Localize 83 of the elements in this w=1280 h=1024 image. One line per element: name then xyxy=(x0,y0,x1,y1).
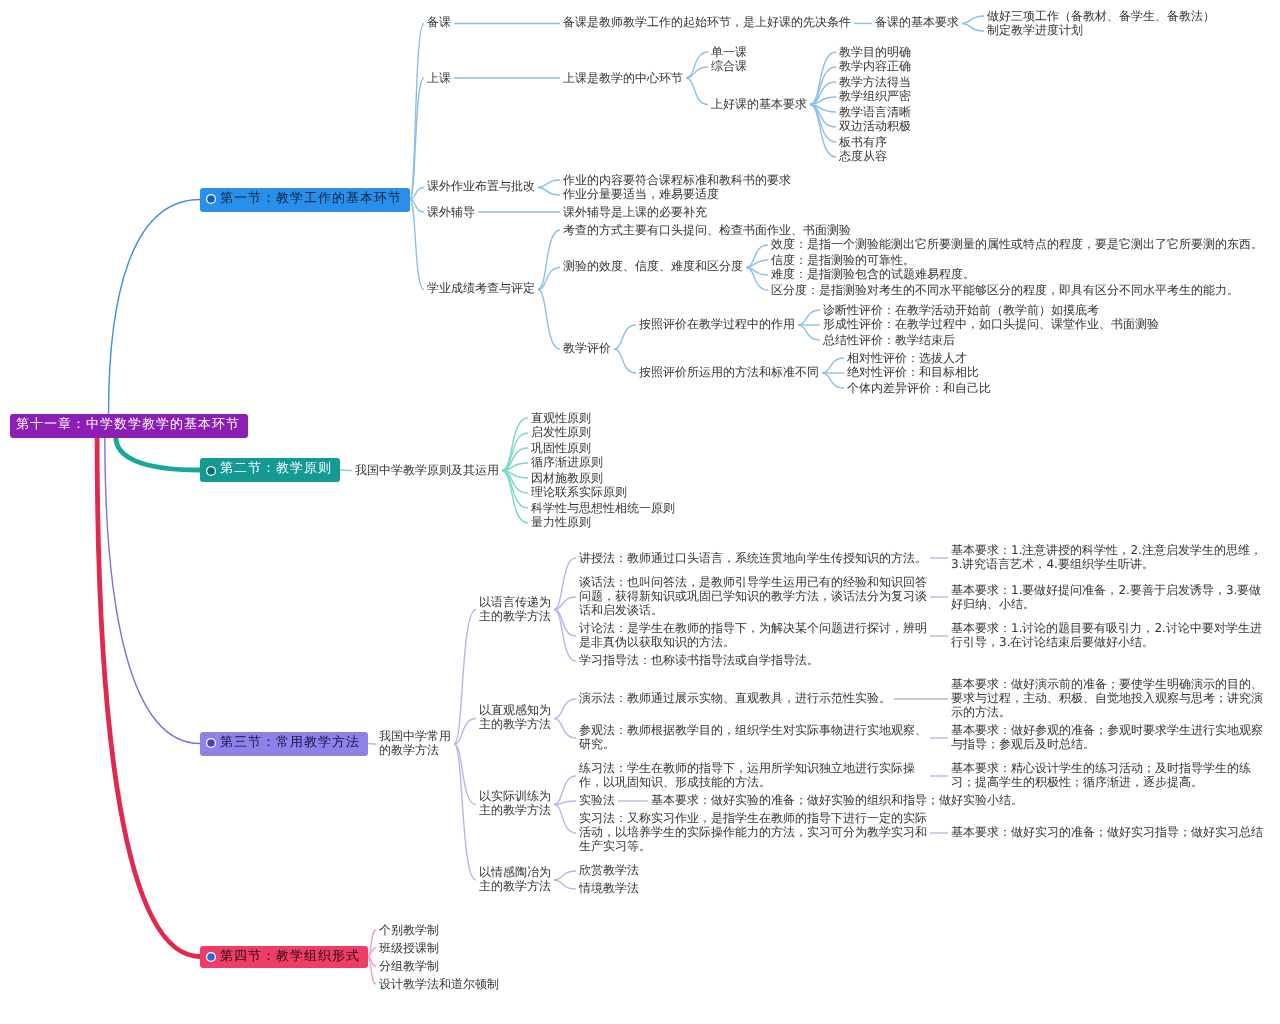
connector-line xyxy=(107,198,201,415)
connector-line xyxy=(553,879,577,890)
connector-line xyxy=(929,596,949,598)
connector-line xyxy=(113,436,201,473)
connector-line xyxy=(853,22,873,25)
connector-line xyxy=(537,266,561,291)
section-box xyxy=(200,458,340,482)
connector-line xyxy=(961,15,985,25)
connector-line xyxy=(821,372,845,389)
connector-line xyxy=(501,447,529,472)
connector-line xyxy=(809,81,837,106)
connector-line xyxy=(453,608,477,745)
connector-line xyxy=(797,309,821,326)
connector-line xyxy=(537,288,561,350)
section-box xyxy=(200,945,368,968)
connector-line xyxy=(893,698,949,700)
connector-line xyxy=(367,929,377,958)
connector-line xyxy=(809,103,837,113)
connector-line xyxy=(501,469,529,509)
connector-line xyxy=(929,775,949,777)
connector-line xyxy=(821,357,845,374)
connector-line xyxy=(537,229,561,291)
connector-line xyxy=(809,96,837,106)
connector-line xyxy=(553,870,577,881)
connector-line xyxy=(685,51,709,79)
central-topic-box xyxy=(10,414,248,437)
connector-line xyxy=(501,432,529,472)
connector-line xyxy=(339,469,353,472)
connector-line xyxy=(809,103,837,128)
connector-line xyxy=(553,800,577,806)
connector-line xyxy=(501,469,529,524)
connector-line xyxy=(929,832,949,834)
connector-line xyxy=(537,186,561,196)
connector-line xyxy=(409,77,425,201)
section-box xyxy=(200,188,410,211)
connector-line xyxy=(501,417,529,472)
connector-line xyxy=(553,557,577,611)
connector-line xyxy=(553,698,577,720)
connector-line xyxy=(745,266,769,276)
connector-line xyxy=(961,22,985,32)
section-box xyxy=(200,732,368,755)
connector-line xyxy=(94,436,201,959)
connector-line xyxy=(745,244,769,269)
connector-line xyxy=(104,436,201,745)
connector-line xyxy=(929,557,949,559)
connector-line xyxy=(453,22,561,25)
connector-line xyxy=(553,803,577,834)
connector-line xyxy=(745,266,769,291)
connector-line xyxy=(453,77,561,79)
connector-line xyxy=(409,198,425,291)
connector-line xyxy=(453,743,477,806)
connector-line xyxy=(367,955,377,985)
connector-line xyxy=(453,717,477,745)
connector-line xyxy=(553,596,577,611)
connector-line xyxy=(553,608,577,637)
connector-line xyxy=(685,66,709,79)
connector-line xyxy=(685,77,709,106)
connector-line xyxy=(809,51,837,106)
connector-line xyxy=(929,737,949,739)
connector-line xyxy=(617,800,649,802)
connector-line xyxy=(367,742,377,745)
connector-line xyxy=(821,372,845,374)
connector-line xyxy=(553,717,577,739)
connector-line xyxy=(501,469,529,479)
connector-line xyxy=(537,179,561,189)
connector-line xyxy=(553,608,577,662)
connector-line xyxy=(553,775,577,806)
connector-line xyxy=(453,743,477,881)
connector-line xyxy=(929,635,949,637)
connector-line xyxy=(809,103,837,143)
connector-line xyxy=(613,348,637,374)
connector-line xyxy=(797,324,821,341)
connector-line xyxy=(367,947,377,958)
connector-line xyxy=(477,211,561,213)
connector-line xyxy=(809,66,837,106)
connector-line xyxy=(501,469,529,494)
connector-line xyxy=(745,259,769,269)
connector-line xyxy=(797,324,821,326)
connector-line xyxy=(613,324,637,350)
connector-line xyxy=(809,103,837,158)
connector-line xyxy=(409,186,425,201)
connector-line xyxy=(409,198,425,213)
connector-line xyxy=(501,462,529,472)
